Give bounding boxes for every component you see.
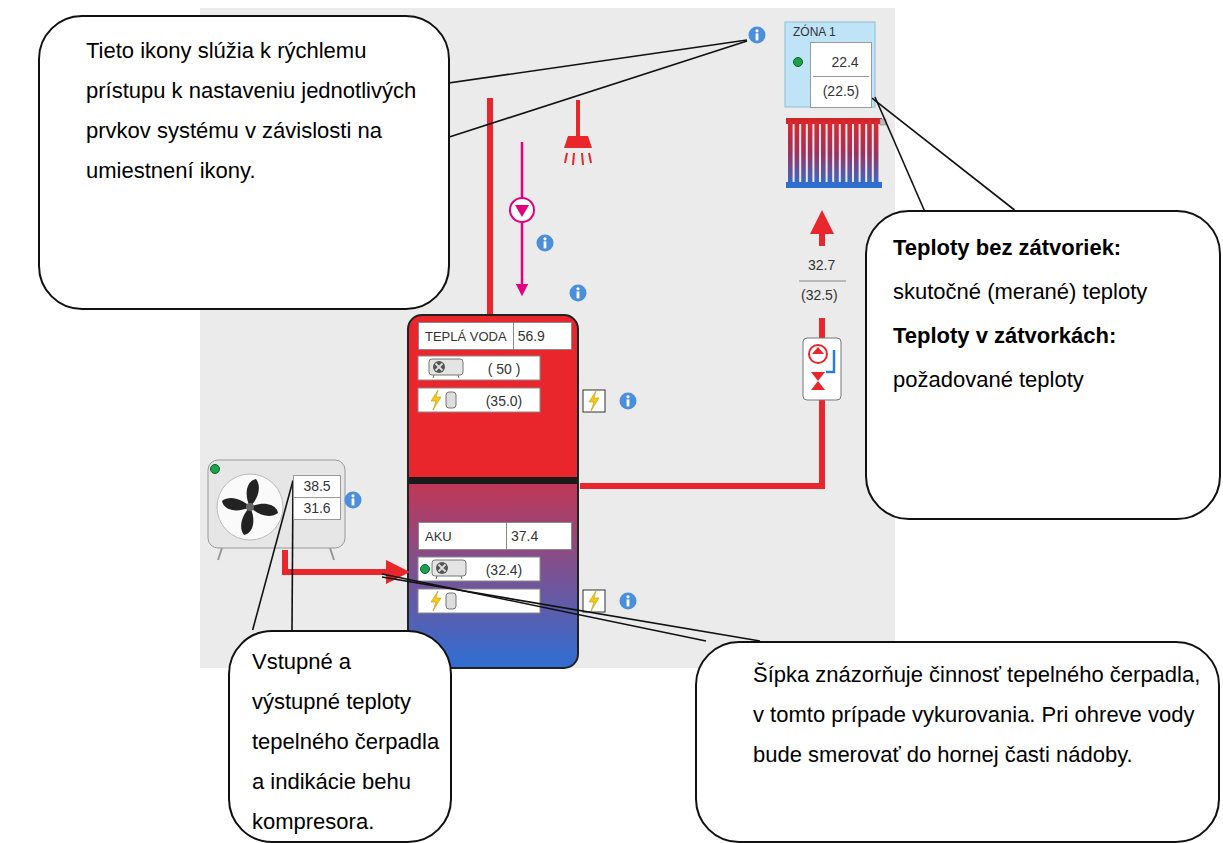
text: Šípka znázorňuje činnosť tepelného čerpa… — [753, 655, 1202, 775]
shower-drops — [565, 153, 591, 165]
radiator-fin — [854, 121, 859, 185]
info-icon — [620, 593, 637, 610]
text: (32.4) — [486, 562, 523, 578]
radiator-fin — [861, 121, 866, 185]
radiator-fin — [788, 121, 793, 185]
text: Teploty v zátvorkách: — [893, 314, 1203, 358]
radiator-fin — [795, 121, 800, 185]
heater-button — [583, 390, 605, 412]
heat-pump-unit — [208, 460, 345, 548]
text: 38.5 — [294, 476, 340, 498]
info-icon — [570, 285, 587, 302]
radiator-fin — [867, 121, 872, 185]
setpoint-value: (32.4) — [470, 558, 538, 586]
shower-pipe — [576, 100, 580, 136]
text: 37.4 — [506, 523, 571, 549]
text: Tieto ikony slúžia k rýchlemu prístupu k… — [86, 31, 428, 191]
text: požadované teploty — [893, 358, 1203, 402]
circulation-pump — [510, 198, 534, 222]
radiator-fin — [841, 121, 846, 185]
text: AKU — [419, 523, 506, 549]
info-icon — [537, 235, 554, 252]
text: Vstupné a výstupné teploty tepelného čer… — [252, 642, 440, 842]
text: 22.4 — [813, 45, 869, 77]
tank-row — [418, 557, 540, 581]
callout-bubble: Vstupné a výstupné teploty tepelného čer… — [228, 630, 452, 843]
text: 56.9 — [513, 323, 571, 349]
text: (35.0) — [486, 393, 523, 409]
zone-panel — [785, 22, 875, 107]
info-icon — [749, 27, 766, 44]
zone-box: ZÓNA 1 22.4(22.5) — [785, 22, 875, 107]
callout-bubble: Tieto ikony slúžia k rýchlemu prístupu k… — [38, 15, 450, 310]
radiator-fin — [834, 121, 839, 185]
mixing-valve — [803, 338, 841, 400]
fan — [217, 474, 283, 540]
storage-tank — [408, 315, 578, 668]
radiator — [786, 118, 886, 188]
radiator-fin — [874, 121, 879, 185]
temperature-cell: 22.4(22.5) — [810, 42, 872, 108]
text: Teploty bez zátvoriek: — [893, 226, 1203, 270]
text: TEPLÁ VODA — [419, 323, 513, 349]
heat-pump-readings: 38.531.6 — [293, 475, 341, 520]
shower-head — [564, 136, 592, 148]
text: skutočné (merané) teploty — [893, 270, 1203, 314]
callout-leader — [872, 98, 1015, 210]
radiator-fin — [808, 121, 813, 185]
status-dot — [794, 58, 803, 67]
tank-row: AKU37.4 — [418, 522, 572, 550]
text: ( 50 ) — [488, 361, 521, 377]
heating-mode-arrow — [285, 550, 398, 572]
info-icon — [620, 393, 637, 410]
info-icon — [345, 492, 362, 509]
setpoint-value: (35.0) — [470, 389, 538, 417]
status-dot — [421, 565, 430, 574]
text: (22.5) — [813, 77, 869, 105]
flow-temperature: 32.7 — [808, 257, 835, 273]
radiator-fin — [847, 121, 852, 185]
hot-water-pipe — [487, 98, 493, 318]
callout-bubble: Teploty bez zátvoriek:skutočné (merané) … — [865, 210, 1221, 520]
flow-arrow — [819, 222, 825, 246]
radiator-fin — [821, 121, 826, 185]
radiator-fin — [801, 121, 806, 185]
callout-bubble: Šípka znázorňuje činnosť tepelného čerpa… — [695, 641, 1220, 843]
tank-row — [418, 356, 540, 380]
tank-row — [418, 388, 540, 412]
callout-leader — [253, 480, 293, 630]
heater-button — [583, 590, 605, 612]
radiator-fin — [814, 121, 819, 185]
text: ZÓNA 1 — [785, 22, 875, 39]
radiator-fin — [828, 121, 833, 185]
heating-pipe — [580, 400, 822, 486]
flow-setpoint: (32.5) — [801, 287, 838, 303]
tank-row: TEPLÁ VODA56.9 — [418, 322, 572, 350]
compressor-dot — [211, 465, 220, 474]
text: 31.6 — [294, 498, 340, 519]
setpoint-value: ( 50 ) — [470, 357, 538, 385]
